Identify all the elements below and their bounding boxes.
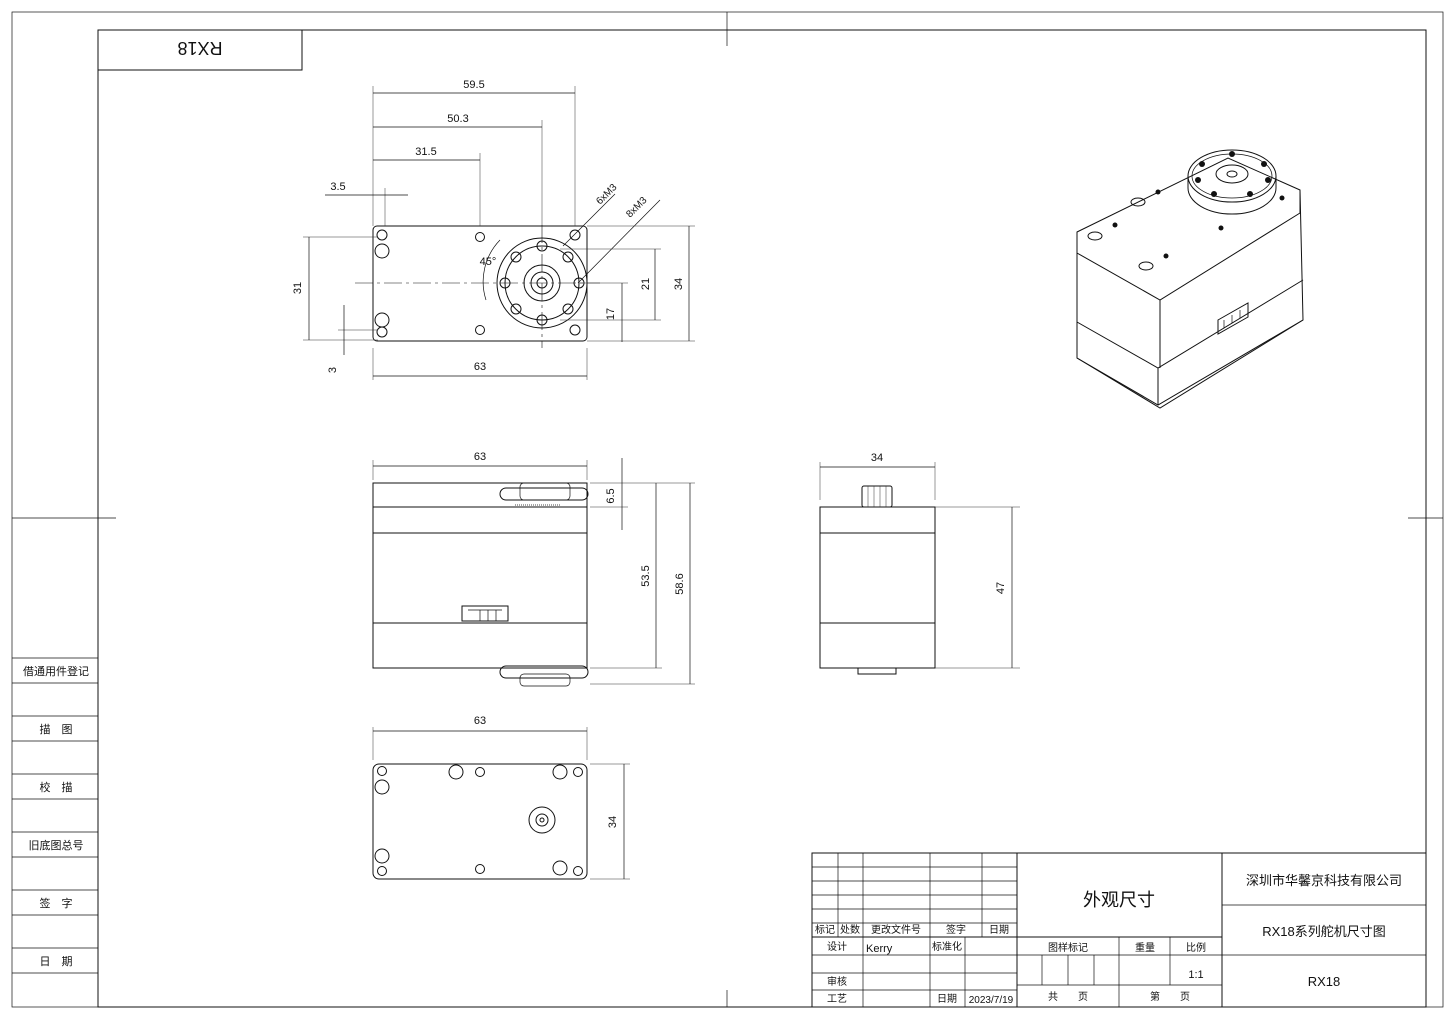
side-label-date: 日 期 (40, 955, 73, 968)
dim-31-5: 31.5 (415, 146, 436, 158)
dim-53-5: 53.5 (640, 565, 652, 586)
side-record-table: 借通用件登记 描 图 校 描 旧底图总号 签 字 日 期 (12, 657, 98, 974)
dim-59-5: 59.5 (463, 79, 484, 91)
bottom-view: 63 34 (372, 715, 630, 880)
side-label-check: 校 描 (40, 780, 73, 794)
title-block: 标记 处数 更改文件号 签字 日期 设计 Kerry 标准化 审核 工艺 日期 … (811, 852, 1427, 1008)
dim-17: 17 (605, 308, 617, 320)
dim-21: 21 (640, 278, 652, 290)
dim-3: 3 (327, 367, 339, 373)
drawing-code-box: RX18 (97, 29, 303, 71)
dim-34-top: 34 (673, 278, 685, 290)
side-label-trace: 描 图 (40, 722, 73, 736)
dim-34-side: 34 (871, 452, 883, 464)
designer-name: Kerry (866, 943, 893, 955)
sheet-number: 第 页 (1150, 990, 1190, 1003)
isometric-view (1076, 149, 1304, 409)
top-view: 45° 6xM3 8xM3 59.5 50.3 31.5 3.5 63 31 3 (292, 79, 695, 380)
front-view: 63 6.5 53.5 58.6 (372, 451, 695, 687)
side-view: 34 47 (819, 452, 1020, 675)
company-name: 深圳市华馨京科技有限公司 (1246, 873, 1402, 888)
drawing-title: 外观尺寸 (1083, 890, 1155, 910)
dim-3-5: 3.5 (330, 181, 345, 193)
review-label: 审核 (827, 975, 847, 988)
dim-63-bottom: 63 (474, 715, 486, 727)
dim-47: 47 (995, 582, 1007, 594)
std-label: 标准化 (932, 940, 962, 953)
side-label-old-no: 旧底图总号 (29, 838, 84, 852)
scale-label: 比例 (1186, 941, 1206, 954)
stage-label: 图样标记 (1048, 941, 1088, 954)
process-label: 工艺 (827, 993, 847, 1005)
hdr-date: 日期 (989, 924, 1009, 936)
total-sheets: 共 页 (1048, 991, 1088, 1003)
hdr-mark: 标记 (815, 924, 835, 936)
dim-63-front: 63 (474, 451, 486, 463)
dim-hole-6xm3: 6xM3 (594, 182, 619, 207)
dim-31: 31 (292, 282, 304, 294)
drawing-code-text: RX18 (177, 38, 222, 58)
drawing-name: RX18系列舵机尺寸图 (1262, 924, 1386, 939)
weight-label: 重量 (1135, 941, 1155, 954)
sheet-border (11, 11, 1444, 1008)
date-value: 2023/7/19 (969, 995, 1014, 1006)
dim-6-5: 6.5 (605, 488, 617, 503)
side-label-sign: 签 字 (40, 896, 73, 910)
side-label-register: 借通用件登记 (23, 664, 89, 678)
hdr-doc-no: 更改文件号 (871, 923, 921, 936)
dim-50-3: 50.3 (447, 113, 468, 125)
dim-58-6: 58.6 (674, 573, 686, 594)
dim-34-bottom: 34 (607, 816, 619, 828)
hdr-sign: 签字 (946, 923, 966, 936)
design-label: 设计 (827, 940, 847, 953)
dim-hole-8xm3: 8xM3 (624, 195, 649, 220)
dim-63-top: 63 (474, 361, 486, 373)
date-label: 日期 (937, 993, 957, 1005)
hdr-count: 处数 (840, 923, 860, 936)
part-number: RX18 (1308, 974, 1341, 989)
scale-value: 1:1 (1188, 969, 1203, 981)
dim-angle: 45° (480, 256, 497, 268)
